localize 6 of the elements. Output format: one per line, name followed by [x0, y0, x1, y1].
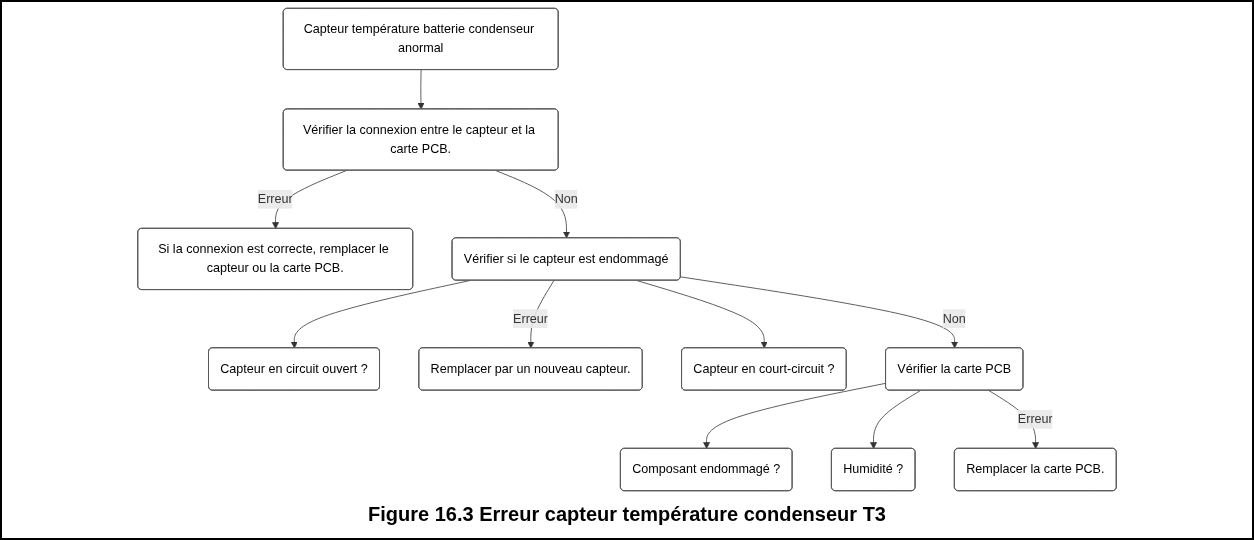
edge-label: Non — [942, 311, 966, 325]
edge-label: Non — [554, 192, 578, 206]
edge-label: Erreur — [1017, 412, 1053, 426]
figure-caption: Figure 16.3 Erreur capteur température condenseur T3 — [368, 503, 886, 526]
edge-label: Erreur — [257, 192, 293, 206]
edge-label: Erreur — [513, 311, 548, 325]
